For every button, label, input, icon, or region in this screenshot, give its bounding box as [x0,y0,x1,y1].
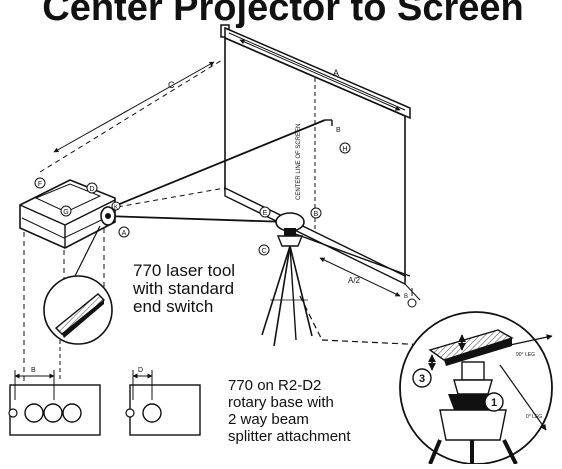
dim-half-width-label: A/2 [348,276,361,285]
screen-vertical-note: CENTER LINE OF SCREEN [296,124,302,200]
marker-c: C [261,248,266,255]
callout-rotary-base: 770 on R2-D2 rotary base with 2 way beam… [228,377,351,445]
callout-laser-tool-line-3: end switch [133,297,213,316]
marker-e: E [263,210,268,217]
floor-line [289,231,411,277]
side-detail-left: B [8,367,101,436]
callout-laser-tool: 770 laser tool with standard end switch [132,261,235,316]
leg-note-top: 90° LEG [516,352,535,358]
marker-three: 3 [419,373,425,385]
marker-h: H [342,146,347,153]
marker-a: A [122,230,127,237]
callout-rotary-base-line-2: rotary base with [228,394,334,411]
marker-b: B [314,211,319,218]
throw-distance: C [39,59,411,277]
callout-rotary-base-line-4: splitter attachment [228,428,351,445]
tripod-with-laser: E B C [258,206,429,347]
marker-d: D [89,186,94,193]
side-detail-right: D [125,367,201,436]
projector: G F D A [19,177,130,400]
axis-note-label: B [336,127,341,134]
callout-laser-tool-line-1: 770 laser tool [133,261,235,280]
laser-beam-to-screen [99,119,326,213]
dim-half-width [319,257,401,297]
marker-g: G [63,209,68,216]
callout-laser-tool-line-2: with standard [132,279,234,298]
dim-b-right-label: D [138,367,143,374]
laser-beam-to-base [104,215,289,223]
dim-screen-width-label: A [333,68,339,78]
marker-k: K [114,205,118,211]
page-title: Center Projector to Screen [42,0,523,29]
dim-throw-label: C [168,80,175,90]
dim-screen-width [239,39,401,111]
callout-rotary-base-line-3: 2 way beam [228,411,309,428]
callout-rotary-base-line-1: 770 on R2-D2 [228,377,321,394]
rotary-base-inset: 90° LEG 0° LEG 3 1 [399,311,553,465]
projection-screen: CENTER LINE OF SCREEN A B H A/2 [220,24,421,308]
marker-one: 1 [491,397,497,409]
dim-small-label: B [404,294,408,300]
marker-f: F [38,181,42,188]
leg-note-bottom: 0° LEG [526,414,542,420]
laser-tool-magnifier [43,275,113,380]
dim-b-left-label: B [31,367,36,374]
